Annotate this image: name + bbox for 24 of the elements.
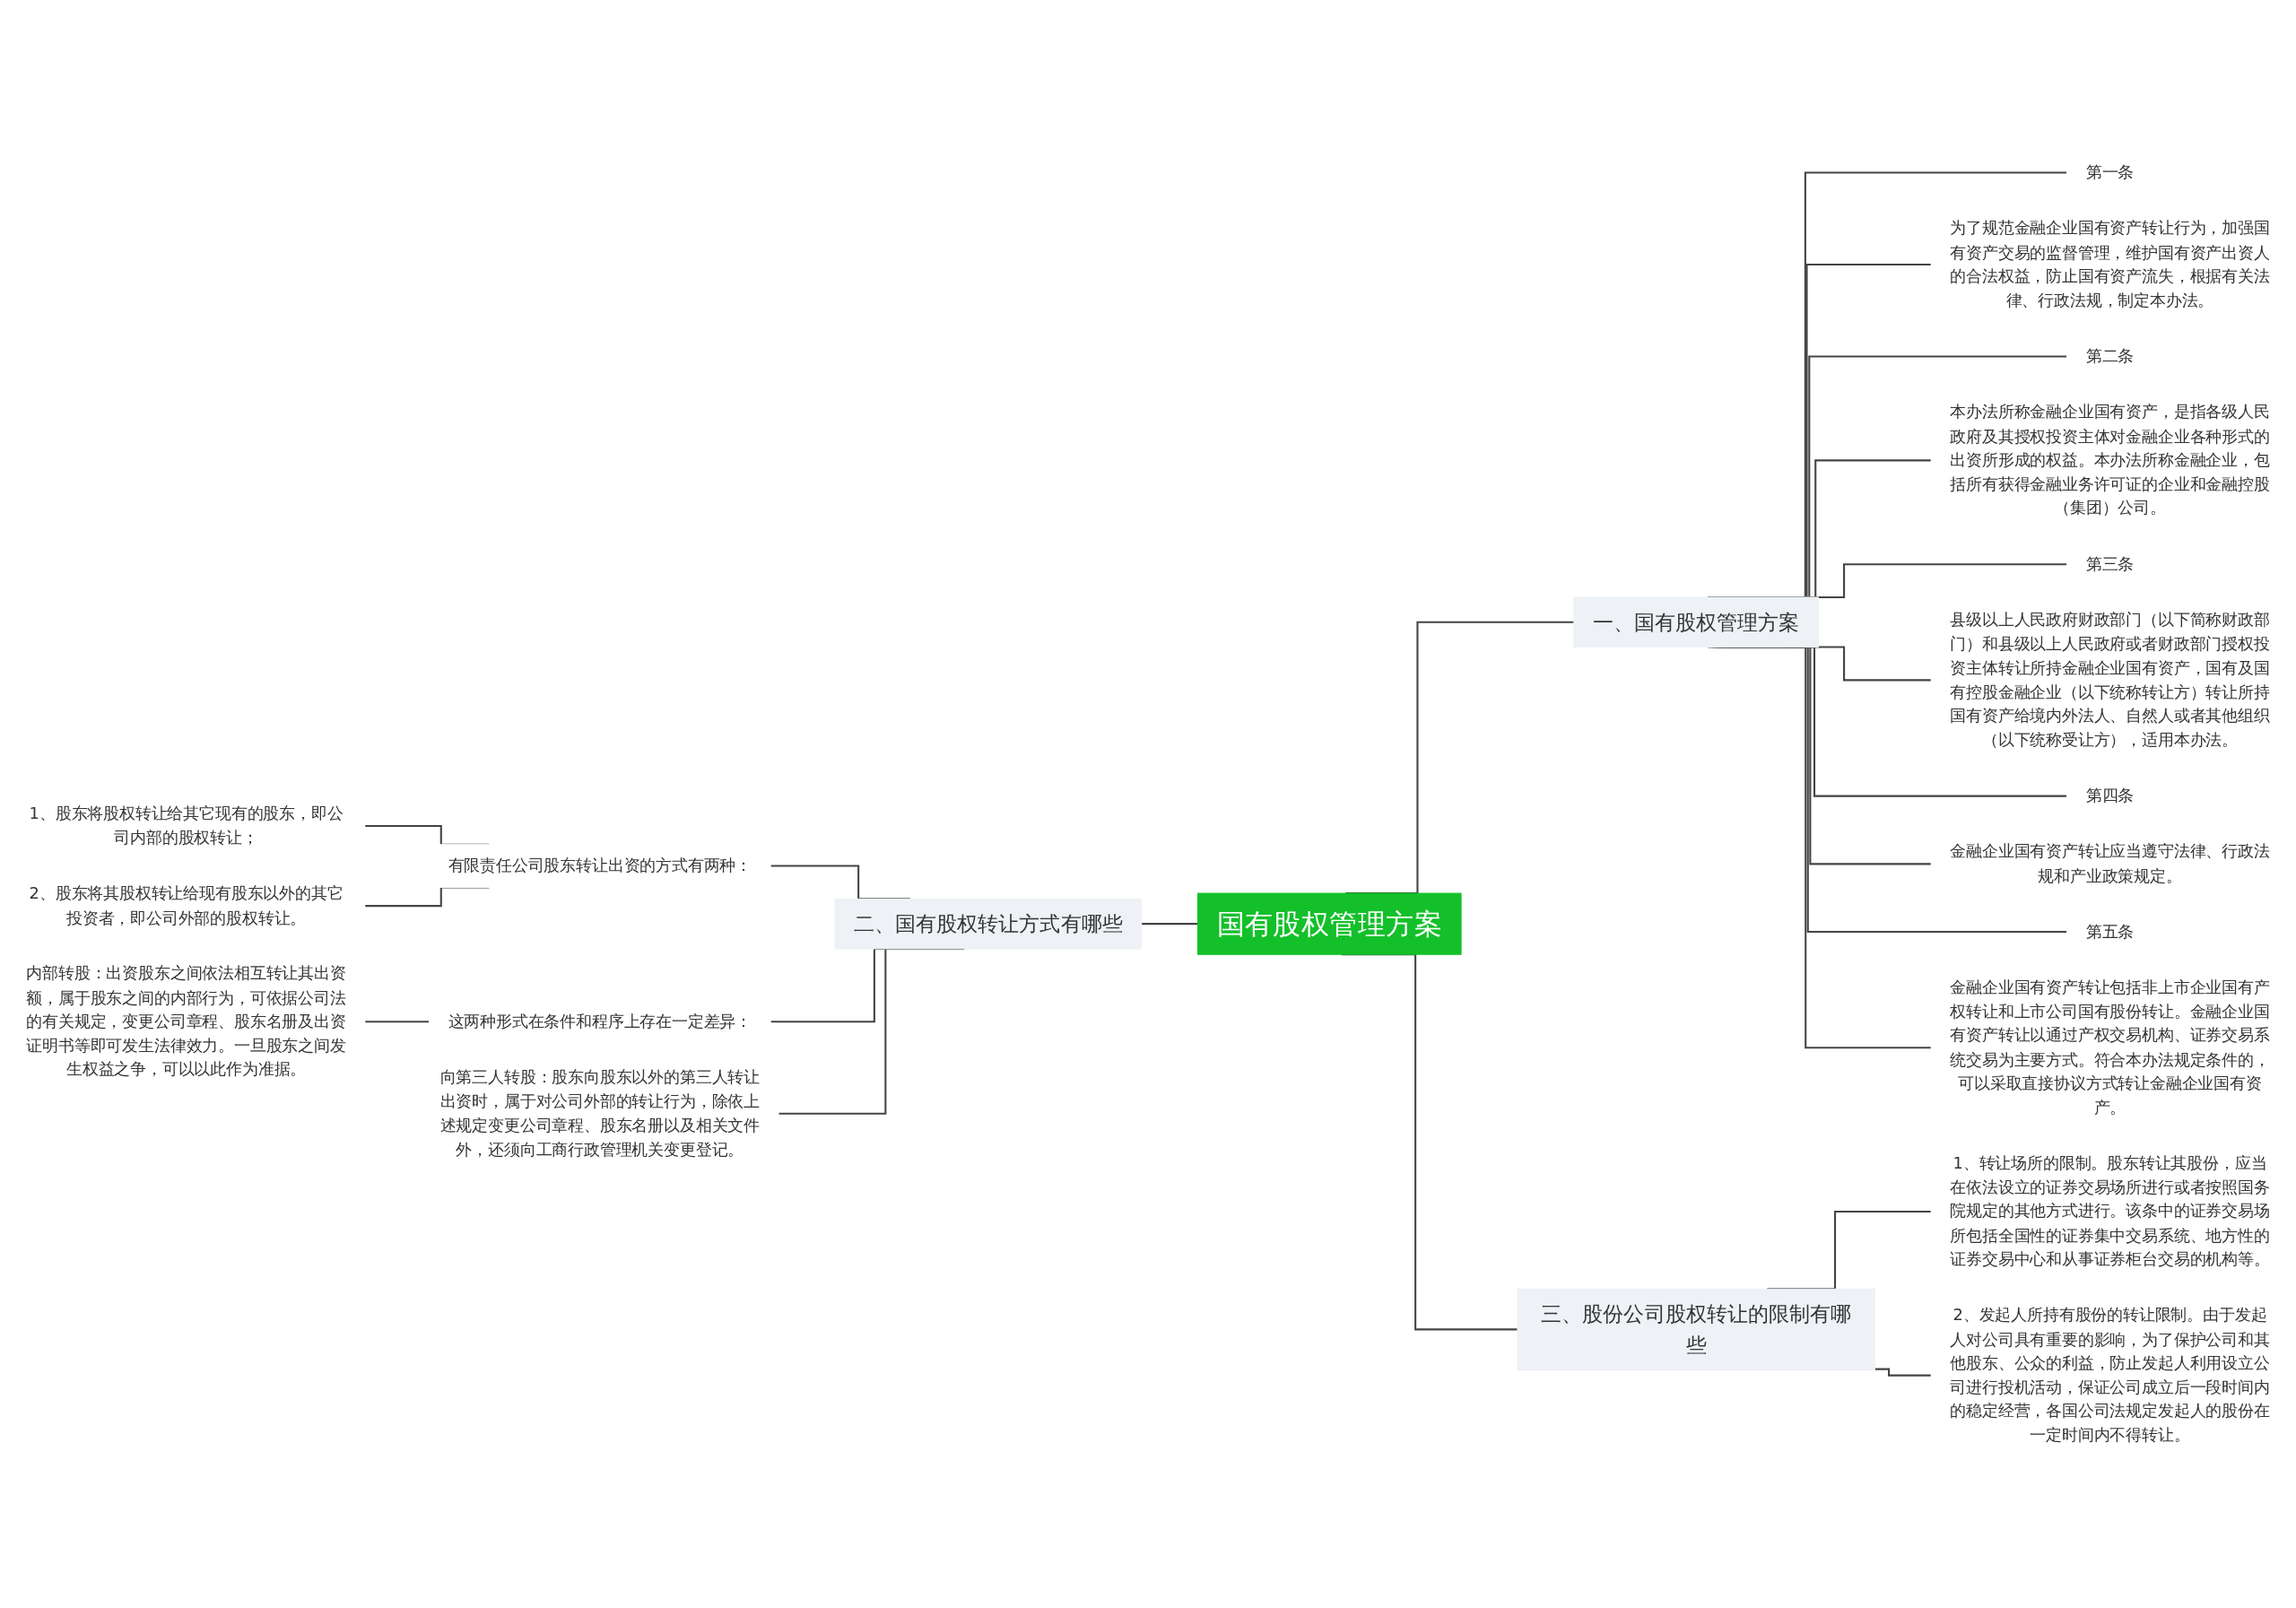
node-text: 向第三人转股：股东向股东以外的第三人转让出资时，属于对公司外部的转让行为，除依上述规定变更公司章程、股东名册以及相关文件外，还须向工商行政管理机关变更登记。	[439, 1067, 761, 1159]
node-text: 2、发起人所持有股份的转让限制。由于发起人对公司具有重要的影响，为了保护公司和其他股东、公众的利益，防止发起人利用设立公司进行投机活动，保证公司成立后一段时间内的稳定经营，各国公司法规定发起人的股份在一定时间内不得转让。	[1950, 1305, 2270, 1445]
node-text: 第二条	[2085, 346, 2135, 366]
node-text: 金融企业国有资产转让包括非上市企业国有产权转让和上市公司国有股份转让。金融企业国有资产转让以通过产权交易机构、证券交易系统交易为主要方式。符合本办法规定条件的，可以采取直接协议方式转让金融企业国有资产。	[1950, 978, 2270, 1117]
node-box: 二、国有股权转让方式有哪些	[834, 898, 1143, 950]
connector	[1141, 923, 1198, 926]
node-text: 1、股东将股权转让给其它现有的股东，即公司内部的股权转让；	[29, 804, 344, 847]
node-box: 国有股权管理方案	[1197, 892, 1462, 955]
node-text: 金融企业国有资产转让应当遵守法律、行政法规和产业政策规定。	[1950, 841, 2270, 885]
connector	[1874, 1368, 1932, 1377]
node-text: 第五条	[2085, 921, 2135, 941]
node-text: 2、股东将其股权转让给现有股东以外的其它投资者，即公司外部的股权转让。	[29, 883, 344, 927]
node-text: 县级以上人民政府财政部门（以下简称财政部门）和县级以上人民政府或者财政部门授权投资主体转让所持金融企业国有资产，国有及国有控股金融企业（以下统称转让方）转让所持国有资产给境内外法人、自然人或者其他组织（以下统称受让方），适用本办法。	[1950, 610, 2270, 749]
connector	[364, 1021, 430, 1023]
node-text: 为了规范金融企业国有资产转让行为，加强国有资产交易的监督管理，维护国有资产出资人的合法权益，防止国有资产流失，根据有关法律、行政法规，制定本办法。	[1950, 218, 2270, 309]
node-box: 一、国有股权管理方案	[1573, 596, 1819, 648]
node-text: 第四条	[2085, 786, 2135, 805]
node-text: 1、转让场所的限制。股东转让其股份，应当在依法设立的证券交易场所进行或者按照国务院规定的其他方式进行。该条中的证券交易场所包括全国性的证券集中交易系统、地方性的证券交易中心和从事证券柜台交易的机构等。	[1950, 1153, 2270, 1269]
node-text: 本办法所称金融企业国有资产，是指各级人民政府及其授权投资主体对金融企业各种形式的出资所形成的权益。本办法所称金融企业，包括所有获得金融业务许可证的企业和金融控股（集团）公司。	[1950, 402, 2270, 517]
node-text: 这两种形式在条件和程序上存在一定差异：	[448, 1012, 752, 1031]
node-text: 内部转股：出资股东之间依法相互转让其出资额，属于股东之间的内部行为，可依据公司法的有关规定，变更公司章程、股东名册及出资证明书等即可发生法律效力。一旦股东之间发生权益之争，可以以此作为准据。	[26, 963, 346, 1079]
node-text: 第三条	[2085, 553, 2135, 573]
node-text: 第一条	[2085, 162, 2135, 182]
node-box: 三、股份公司股权转让的限制有哪些	[1517, 1288, 1875, 1370]
